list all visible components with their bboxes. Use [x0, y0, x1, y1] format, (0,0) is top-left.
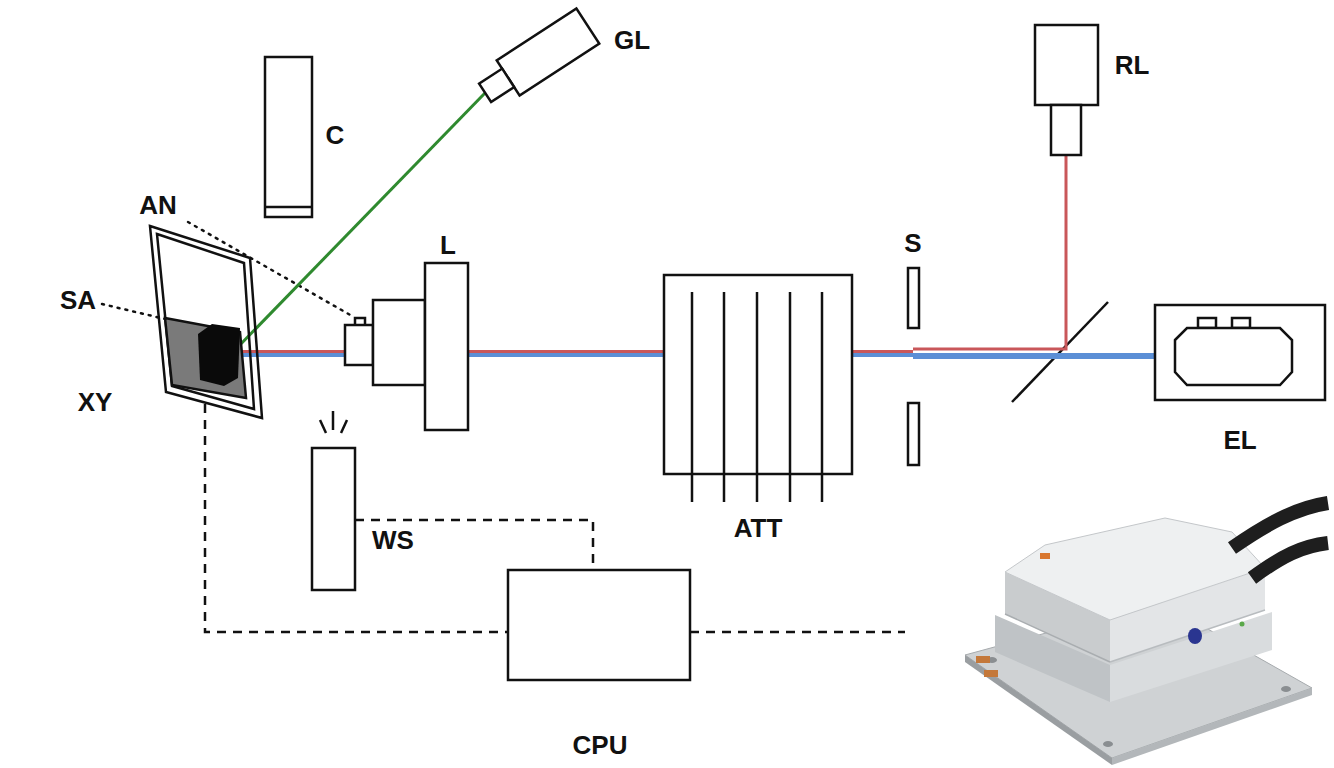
part-label: ATT	[734, 515, 783, 541]
shutter-shape	[905, 265, 922, 468]
status-led	[1240, 622, 1245, 627]
stage-frame	[157, 234, 254, 409]
sensor-shape	[310, 446, 357, 592]
data-wire	[355, 520, 593, 570]
sensor: WS	[310, 446, 357, 592]
shutter: S	[905, 265, 922, 468]
focusing-lens: L	[343, 261, 470, 432]
logo-mark	[1040, 553, 1050, 559]
shutter-blade	[908, 268, 919, 328]
laser-beam	[468, 352, 664, 356]
connector-path	[468, 353, 664, 357]
pilot-beam	[913, 155, 1066, 349]
excimer-laser-shape	[1153, 303, 1327, 402]
sensor-body	[312, 448, 355, 590]
stage-frame	[150, 226, 262, 418]
cable	[1252, 543, 1328, 578]
attenuator-plate	[789, 292, 792, 502]
data-wire	[690, 631, 905, 634]
part-label: RL	[1115, 52, 1150, 78]
green-laser: GL	[482, 5, 602, 105]
part-label: XY	[78, 389, 113, 415]
computer-box	[508, 570, 690, 680]
part-label: WS	[372, 527, 414, 553]
excimer-laser: EL	[1153, 303, 1327, 402]
laser-nozzle	[479, 69, 514, 102]
callout-label: AN	[139, 192, 177, 218]
lens-nozzle	[345, 325, 373, 365]
callout-label: SA	[60, 287, 96, 313]
spark-symbol	[320, 411, 347, 433]
red-laser: RL	[1033, 23, 1100, 157]
attenuator-plate	[756, 292, 759, 502]
shutter-blade	[908, 403, 919, 465]
laser-housing	[1155, 305, 1325, 400]
lens-mount	[425, 263, 468, 430]
xy-stage-shape	[145, 222, 267, 422]
connector-path	[236, 353, 345, 357]
base-edge	[1112, 688, 1312, 765]
output-window	[1188, 628, 1202, 644]
green-laser-shape	[482, 5, 602, 105]
sample-plate	[165, 318, 246, 398]
part-label: GL	[614, 27, 650, 53]
computer: CPU	[506, 568, 692, 682]
red-laser-shape	[1033, 23, 1100, 157]
laser-tab	[1198, 318, 1216, 328]
data-wire	[205, 404, 508, 632]
attenuator-plate	[821, 292, 824, 502]
connector-path	[355, 520, 593, 570]
part-label: C	[326, 122, 345, 148]
spark-line	[332, 411, 335, 430]
attenuator: ATT	[662, 273, 854, 504]
xy-stage: XY	[145, 222, 267, 422]
laser-beam	[852, 352, 913, 356]
connector-path	[236, 350, 345, 353]
copper-connector	[976, 656, 990, 663]
mount-hole	[1281, 686, 1291, 692]
connector-path	[852, 353, 913, 357]
part-label: CPU	[573, 732, 628, 758]
leader-line	[188, 222, 352, 316]
attenuator-shape	[662, 273, 854, 504]
part-label: L	[440, 232, 456, 258]
sample-block	[198, 324, 240, 386]
beam-mirror	[1012, 302, 1108, 402]
camera: C	[263, 55, 314, 219]
connector-path	[468, 350, 664, 353]
camera-shape	[263, 55, 314, 219]
focusing-lens-shape	[343, 261, 470, 432]
camera-lens-line	[265, 206, 312, 209]
connector-path	[913, 353, 1155, 359]
copper-connector	[984, 670, 998, 677]
device-photo	[965, 503, 1328, 765]
laser-beam	[236, 352, 345, 356]
connector-path	[852, 350, 913, 353]
spark-line	[320, 420, 326, 433]
lens-barrel	[373, 300, 425, 385]
housing-seam	[1005, 614, 1110, 662]
laser-tube	[1175, 328, 1292, 385]
laser-body	[1035, 25, 1098, 105]
attenuator-plate	[691, 292, 694, 502]
spark-line	[341, 420, 347, 433]
part-label: S	[904, 230, 921, 256]
laser-nozzle	[1051, 105, 1081, 155]
mount-hole	[1103, 741, 1113, 747]
connector-path	[205, 404, 508, 632]
camera-body	[265, 57, 312, 217]
attenuator-plate	[723, 292, 726, 502]
laser-tab	[1232, 318, 1250, 328]
laser-beam	[913, 356, 1155, 357]
housing-top	[1005, 518, 1265, 620]
connector-path	[913, 155, 1066, 349]
computer-shape	[506, 568, 692, 682]
housing-seam	[1110, 610, 1265, 662]
part-label: EL	[1223, 427, 1256, 453]
